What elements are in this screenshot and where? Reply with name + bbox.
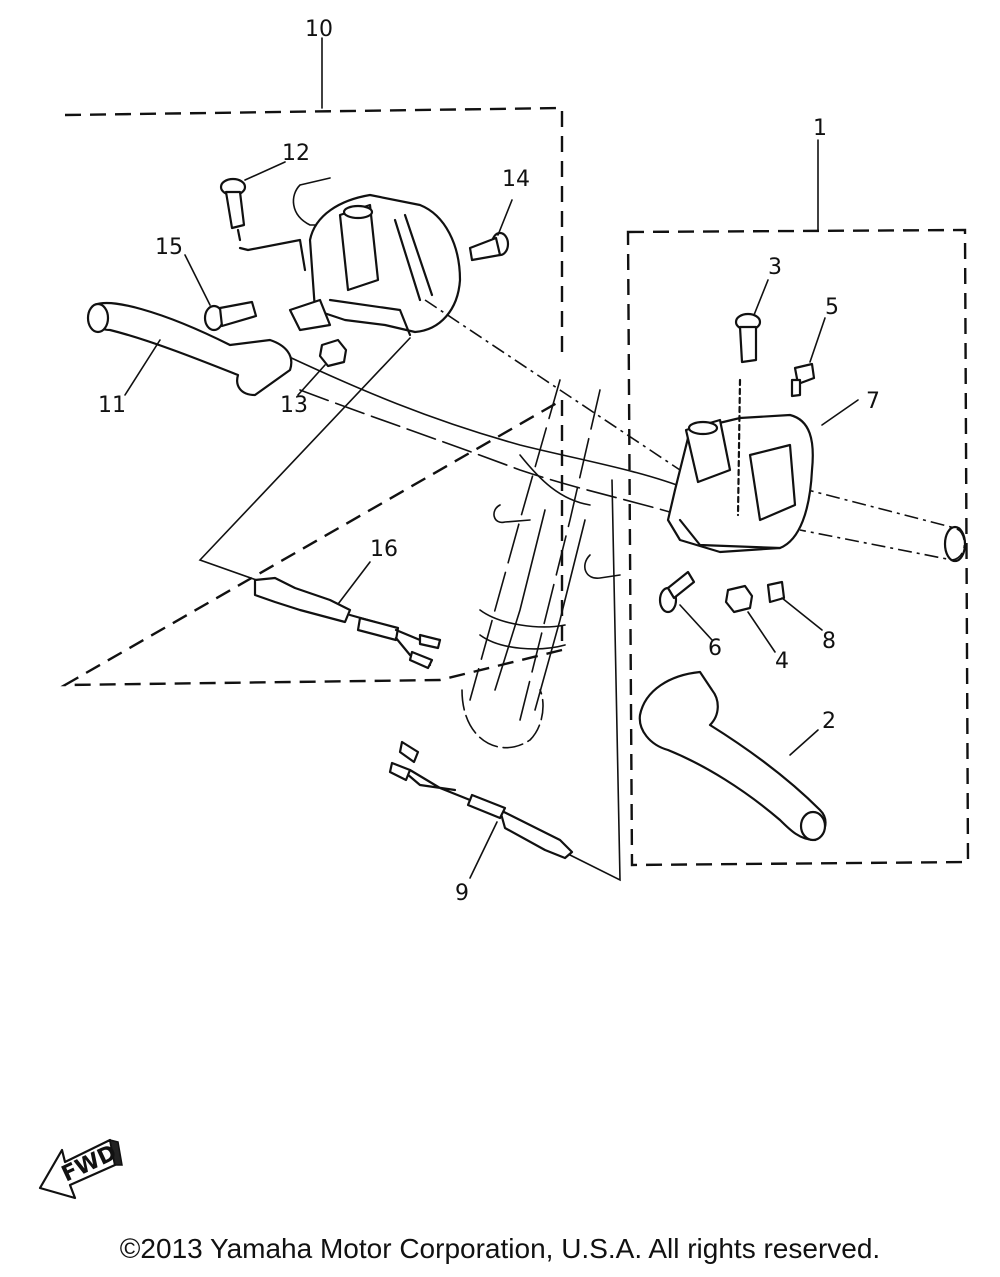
- lever-holder-left: [288, 193, 462, 337]
- steering-stem: [461, 379, 621, 749]
- fwd-arrow-icon: FWD: [38, 1138, 123, 1200]
- callout-1: 1: [813, 116, 827, 141]
- lever-2-ball: [799, 810, 827, 842]
- assembly-box-10: [60, 106, 564, 687]
- callout-6: 6: [708, 636, 722, 661]
- callout-11: 11: [98, 393, 126, 418]
- callout-2: 2: [822, 709, 836, 734]
- callout-13: 13: [280, 393, 308, 418]
- callout-4: 4: [775, 649, 789, 674]
- leader-2: [789, 729, 819, 756]
- callout-8: 8: [822, 629, 836, 654]
- bolt-12: [219, 177, 307, 272]
- handlebar: [284, 354, 691, 516]
- nut-4: [724, 584, 776, 653]
- callout-15: 15: [155, 235, 183, 260]
- assembly-box-1: [626, 228, 970, 867]
- callout-14: 14: [502, 167, 530, 192]
- lever-11-ball: [86, 302, 110, 334]
- lever-holder-right-7: [666, 378, 859, 554]
- switch-9: [388, 740, 574, 879]
- callout-3: 3: [768, 255, 782, 280]
- switch-16: [253, 576, 442, 670]
- left-grip: [292, 177, 341, 226]
- callout-5: 5: [825, 295, 839, 320]
- callout-labels: 10 12 14 15 11 13 16 1 3 5 7 6 4 8 2 9: [98, 17, 880, 906]
- nut-13: [318, 338, 348, 368]
- callout-12: 12: [282, 141, 310, 166]
- bolt-3: [734, 279, 769, 364]
- callout-7: 7: [866, 389, 880, 414]
- bolt-14: [468, 231, 510, 262]
- callout-9: 9: [455, 881, 469, 906]
- screw-5: [790, 317, 826, 398]
- screw-6: [658, 570, 713, 641]
- copyright-notice: ©2013 Yamaha Motor Corporation, U.S.A. A…: [119, 1233, 881, 1264]
- fwd-label: FWD: [58, 1140, 121, 1187]
- connection-lines: [198, 299, 681, 882]
- screw-8: [766, 580, 823, 631]
- callout-16: 16: [370, 537, 398, 562]
- bolt-15: [203, 300, 258, 332]
- right-grip: [799, 487, 967, 563]
- lever-2: [638, 670, 827, 842]
- lever-11: [91, 302, 293, 397]
- callout-10: 10: [305, 17, 333, 42]
